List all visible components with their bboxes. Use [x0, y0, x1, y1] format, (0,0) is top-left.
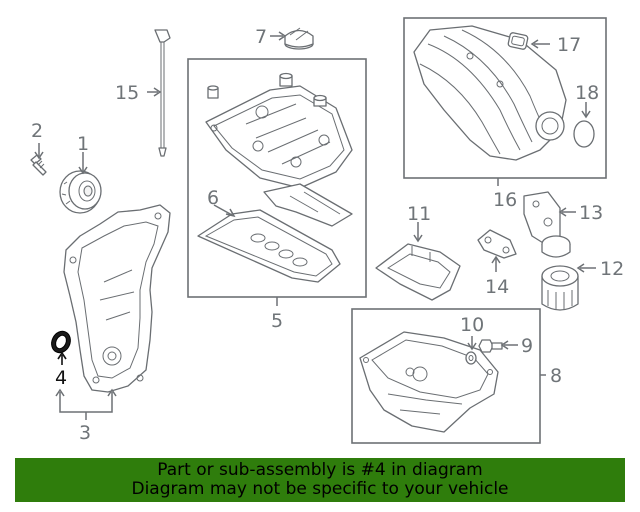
callout-4[interactable]: 4 [55, 367, 67, 389]
callout-6[interactable]: 6 [207, 187, 219, 209]
callout-18[interactable]: 18 [575, 82, 599, 104]
callout-15[interactable]: 15 [115, 82, 139, 104]
leader-lines [34, 31, 596, 420]
throttle-body-oring-part[interactable] [573, 120, 595, 148]
banner-line-2: Diagram may not be specific to your vehi… [131, 479, 509, 499]
valve-cover-gasket-part[interactable] [197, 209, 341, 283]
callout-5[interactable]: 5 [271, 310, 283, 332]
valve-cover-grommets-part[interactable] [207, 72, 327, 107]
intake-gasket-part[interactable] [507, 32, 529, 50]
oil-pan-group-box [351, 308, 541, 444]
valve-cover-part[interactable] [205, 85, 353, 189]
callout-2[interactable]: 2 [31, 120, 43, 142]
callout-labels: 1 2 3 4 5 6 7 8 9 10 11 12 13 14 15 16 1… [31, 26, 624, 444]
callout-8[interactable]: 8 [550, 365, 562, 387]
callout-12[interactable]: 12 [600, 258, 624, 280]
oil-filter-part[interactable] [541, 265, 579, 311]
callout-13[interactable]: 13 [579, 202, 603, 224]
drain-washer-part[interactable] [465, 351, 477, 365]
crankshaft-seal-part[interactable] [48, 328, 74, 356]
intake-manifold-part[interactable] [413, 25, 567, 161]
callout-16[interactable]: 16 [493, 189, 517, 211]
timing-cover-part[interactable] [63, 204, 171, 393]
callout-1[interactable]: 1 [77, 133, 89, 155]
parts-diagram: 1 2 3 4 5 6 7 8 9 10 11 12 13 14 15 16 1… [30, 17, 624, 444]
callout-10[interactable]: 10 [460, 314, 484, 336]
callout-7[interactable]: 7 [255, 26, 267, 48]
drain-plug-part[interactable] [478, 339, 503, 353]
info-banner: Part or sub-assembly is #4 in diagram Di… [15, 458, 625, 502]
callout-14[interactable]: 14 [485, 276, 509, 298]
callout-11[interactable]: 11 [407, 203, 431, 225]
banner-line-1: Part or sub-assembly is #4 in diagram [157, 460, 483, 480]
crank-pulley-part[interactable] [59, 170, 102, 214]
oil-filler-cap-part[interactable] [284, 27, 314, 50]
oil-filter-adapter-part[interactable] [523, 191, 571, 258]
callout-9[interactable]: 9 [521, 335, 533, 357]
oil-pan-part[interactable] [359, 331, 499, 433]
callout-3[interactable]: 3 [79, 422, 91, 444]
dipstick-part[interactable] [154, 29, 171, 157]
bracket-part[interactable] [477, 229, 517, 259]
oil-separator-part[interactable] [375, 243, 461, 301]
callout-17[interactable]: 17 [557, 34, 581, 56]
intake-manifold-group-box [403, 17, 607, 179]
baffle-plate-part[interactable] [263, 183, 353, 227]
